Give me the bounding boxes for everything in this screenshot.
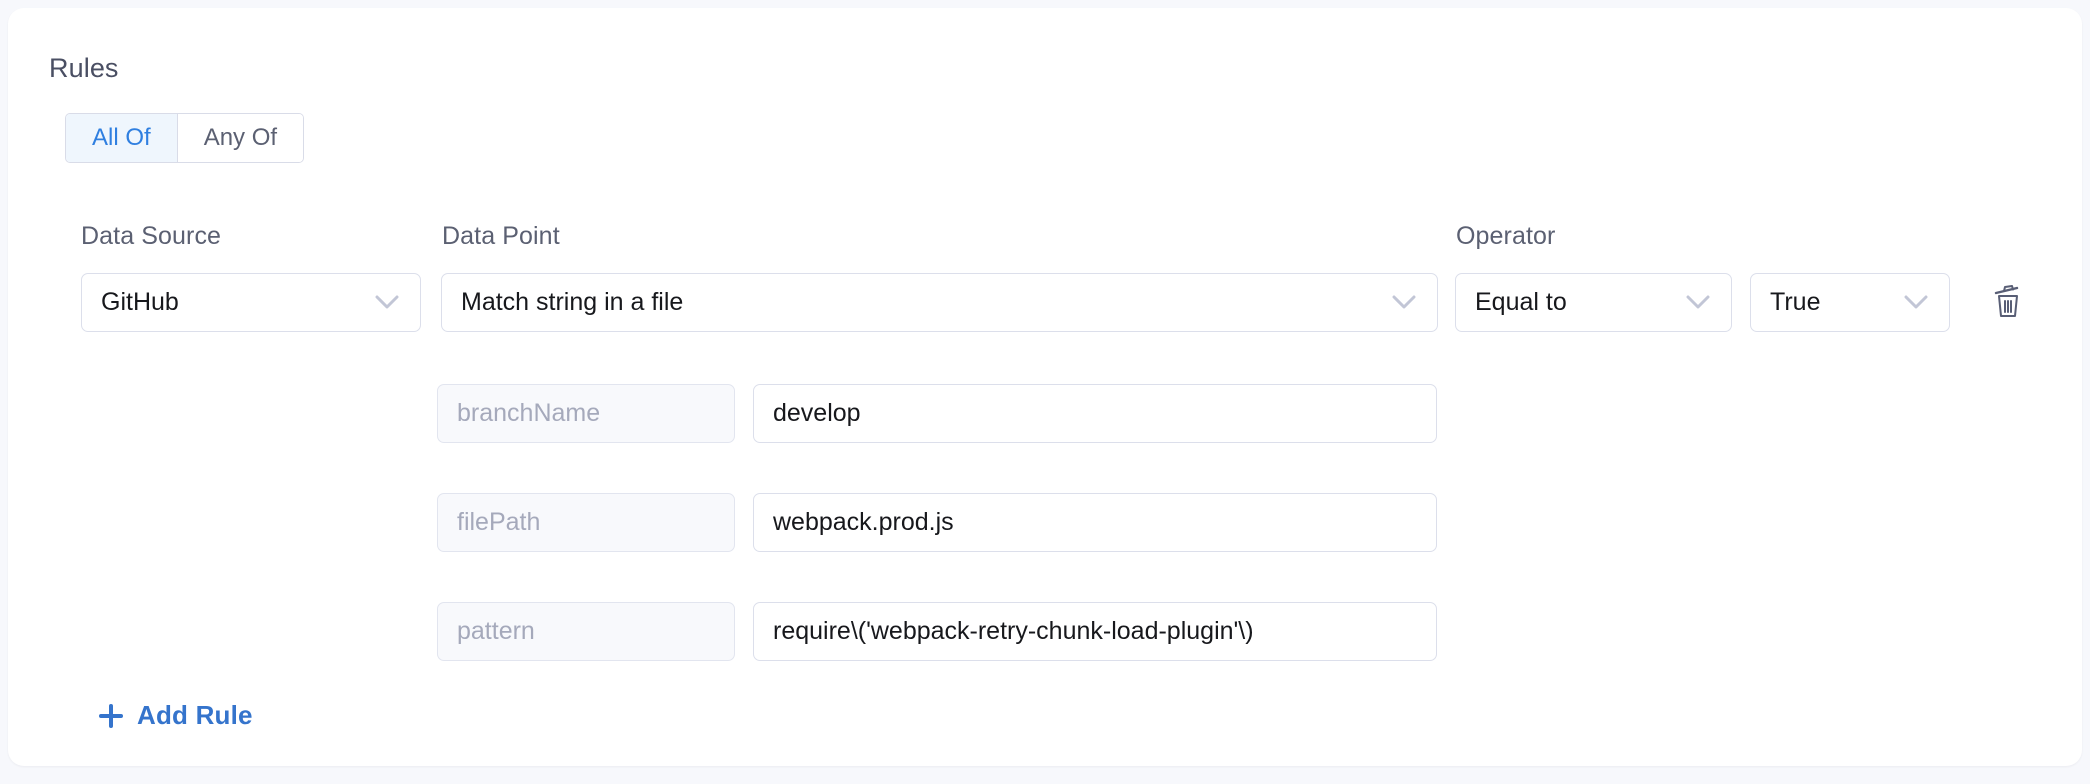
toggle-all-of[interactable]: All Of [66,114,177,162]
parameter-key-field: filePath [437,493,735,552]
parameter-key-label: filePath [457,508,541,536]
chevron-down-icon [368,295,406,310]
label-data-point: Data Point [442,222,560,250]
select-data-point-value: Match string in a file [461,288,684,316]
parameter-value-field[interactable]: require\('webpack-retry-chunk-load-plugi… [753,602,1437,661]
select-data-source-value: GitHub [101,288,179,316]
chevron-down-icon [1385,295,1423,310]
toggle-any-of[interactable]: Any Of [176,114,304,162]
select-operator-value: Equal to [1475,288,1567,316]
chevron-down-icon [1679,295,1717,310]
page-title: Rules [49,53,119,83]
match-mode-toggle-group: All Of Any Of [65,113,305,163]
add-rule-label: Add Rule [137,700,253,730]
parameter-key-label: pattern [457,617,535,645]
select-data-point[interactable]: Match string in a file [441,273,1438,332]
select-data-source[interactable]: GitHub [81,273,421,332]
parameter-value-text: webpack.prod.js [773,508,954,536]
parameter-row: filePath webpack.prod.js [8,493,2082,552]
add-rule-button[interactable]: Add Rule [98,700,253,731]
parameter-value-field[interactable]: develop [753,384,1437,443]
parameter-key-field: pattern [437,602,735,661]
parameter-row: branchName develop [8,384,2082,443]
select-operator-value-boolean[interactable]: True [1750,273,1950,332]
select-operator-boolean-value: True [1770,288,1821,316]
delete-rule-button[interactable] [1983,278,2033,328]
parameter-value-text: require\('webpack-retry-chunk-load-plugi… [773,617,1254,645]
select-operator[interactable]: Equal to [1455,273,1732,332]
parameter-value-field[interactable]: webpack.prod.js [753,493,1437,552]
chevron-down-icon [1897,295,1935,310]
trash-icon [1991,284,2025,323]
plus-icon [98,703,124,729]
parameter-value-text: develop [773,399,861,427]
rules-card: Rules All Of Any Of Data Source Data Poi… [8,8,2082,766]
label-data-source: Data Source [81,222,222,250]
parameter-row: pattern require\('webpack-retry-chunk-lo… [8,602,2082,661]
label-operator: Operator [1456,222,1556,250]
parameter-key-label: branchName [457,399,601,427]
parameter-key-field: branchName [437,384,735,443]
